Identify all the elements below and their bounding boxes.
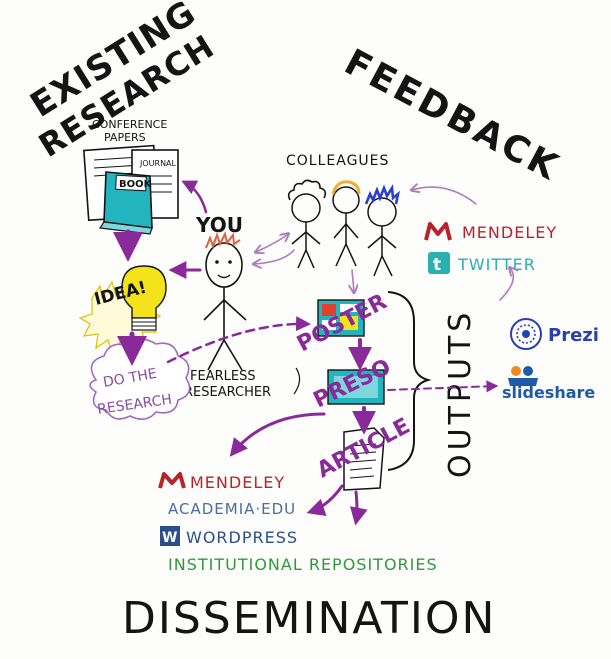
colleague-blue-hair [364,184,400,205]
arrow-article-to-repositories [349,490,368,526]
slideshare-platform: slideshare [502,366,595,402]
svg-text:t: t [433,255,441,275]
dissemination-mendeley: MENDELEY [158,472,285,492]
outputs-brace [387,291,432,471]
feedback-mendeley-label: MENDELEY [462,223,557,242]
arrow-article-to-wordpress [306,484,344,516]
slideshare-icon [508,366,538,386]
fearless-researcher-figure: YOU FEARLESS RESEARCHER [180,213,301,400]
dissemination-channels: MENDELEY ACADEMIA·EDU W WORDPRESS INSTIT… [158,472,438,574]
arrow-researcher-colleagues [256,234,288,252]
researcher-hair [205,231,241,249]
existing-research-stack: CONFERENCE PAPERS JOURNAL BOOK [82,118,179,235]
wordpress-icon [160,526,180,546]
mendeley-icon [158,472,186,489]
dissemination-wordpress: W WORDPRESS [160,526,298,547]
lightbulb-icon [121,265,167,319]
researcher-caption-2: RESEARCHER [184,385,271,400]
wordpress-label: WORDPRESS [186,528,298,547]
slideshare-label: slideshare [502,383,595,402]
do-the-research-cloud: DO THE RESEARCH [89,338,191,420]
mendeley-icon [424,222,452,241]
arrow-research-to-poster [166,316,311,364]
flow-arrows [113,180,513,526]
heading-outputs: OUTPUTS [443,309,478,478]
arrow-researcher-to-stack [181,180,208,214]
you-label: YOU [195,213,243,237]
arrow-colleagues-to-poster [352,269,354,292]
researcher-head [205,242,243,288]
arrow-preso-to-platforms [387,380,499,393]
book-label: BOOK [119,179,153,190]
svg-text:W: W [162,530,177,546]
conference-papers-label-1: CONFERENCE [92,118,167,131]
colleague-yellow-hair [331,180,361,195]
presentation-platforms: Prezi slideshare [502,318,599,402]
colleague-curly-hair [287,179,327,201]
academia-label: ACADEMIA·EDU [168,500,296,518]
prezi-label: Prezi [548,325,599,346]
feedback-mendeley: MENDELEY [424,222,557,242]
twitter-icon [428,252,450,274]
prezi-platform: Prezi [510,318,599,350]
arrow-feedback-to-colleagues [412,187,477,205]
conference-papers-label-2: PAPERS [104,131,146,144]
feedback-channels: MENDELEY t TWITTER [424,222,557,275]
feedback-twitter: t TWITTER [428,252,536,275]
colleagues-label: COLLEAGUES [286,153,389,169]
arrow-outputs-to-feedback [499,268,513,301]
dissemination-mendeley-label: MENDELEY [190,473,285,492]
researcher-caption-1: FEARLESS [190,369,256,384]
idea-lightbulb: IDEA! [78,265,167,356]
repositories-label: INSTITUTIONAL REPOSITORIES [168,555,438,574]
arrow-article-to-channels [229,412,326,457]
feedback-twitter-label: TWITTER [457,255,536,274]
preso-output: PRESO [310,355,395,414]
heading-dissemination: DISSEMINATION [122,593,496,644]
journal-label: JOURNAL [139,159,177,168]
colleagues-group: COLLEAGUES [286,153,400,277]
